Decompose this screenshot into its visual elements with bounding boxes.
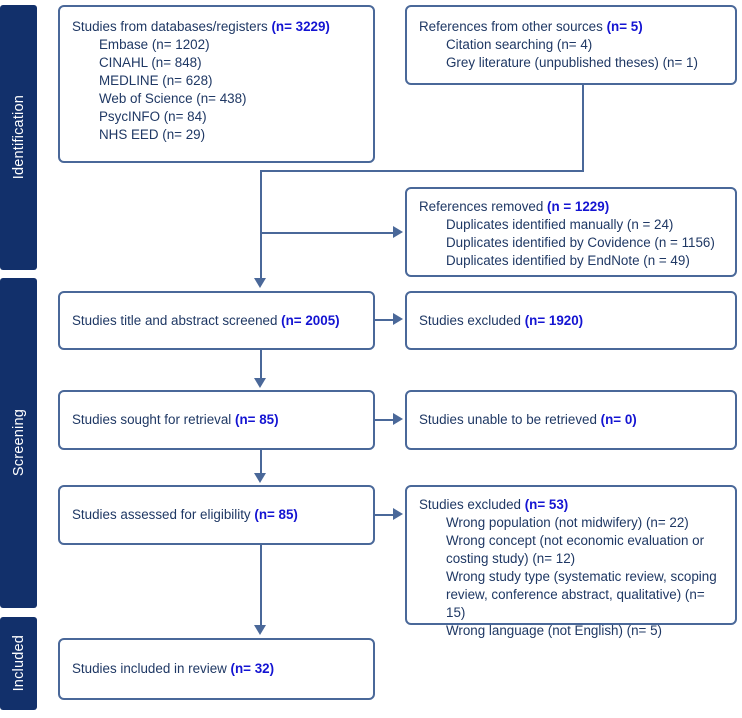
box-studies-excluded-screening: Studies excluded (n= 1920) bbox=[405, 291, 737, 350]
box-references-other-sources: References from other sources (n= 5) Cit… bbox=[405, 5, 737, 85]
stage-label-screening: Screening bbox=[10, 409, 27, 477]
box-title-screened-text: Studies title and abstract screened bbox=[72, 312, 282, 328]
box-excluded-1920-text: Studies excluded bbox=[419, 312, 525, 328]
connector-screened-to-sought bbox=[260, 350, 263, 380]
list-item: Wrong language (not English) (n= 5) bbox=[446, 622, 662, 638]
box-databases-sources-list: Embase (n= 1202) CINAHL (n= 848) MEDLINE… bbox=[72, 36, 361, 144]
box-excluded-53-count: (n= 53) bbox=[524, 497, 569, 512]
box-other-sources-title: References from other sources (n= 5) bbox=[419, 18, 723, 36]
stage-label-identification: Identification bbox=[10, 95, 27, 180]
connector-to-unable-retrieved bbox=[375, 419, 395, 422]
connector-to-refs-removed bbox=[260, 232, 395, 235]
box-sought-title: Studies sought for retrieval (n= 85) bbox=[72, 411, 361, 429]
box-studies-unable-retrieved: Studies unable to be retrieved (n= 0) bbox=[405, 390, 737, 450]
box-excluded-1920-title: Studies excluded (n= 1920) bbox=[419, 312, 723, 330]
box-studies-included-review: Studies included in review (n= 32) bbox=[58, 638, 375, 700]
box-unable-count: (n= 0) bbox=[600, 412, 637, 428]
box-studies-sought-retrieval: Studies sought for retrieval (n= 85) bbox=[58, 390, 375, 450]
list-item: Wrong study type (systematic review, sco… bbox=[446, 568, 717, 620]
box-excluded-1920-count: (n= 1920) bbox=[524, 312, 584, 328]
arrow-head-to-excluded-1920 bbox=[393, 312, 403, 325]
box-studies-from-databases: Studies from databases/registers (n= 322… bbox=[58, 5, 375, 163]
box-excluded-53-title: Studies excluded (n= 53) bbox=[419, 496, 723, 514]
list-item: Embase (n= 1202) bbox=[99, 36, 210, 52]
box-included-32-count: (n= 32) bbox=[230, 661, 275, 677]
list-item: Duplicates identified manually (n = 24) bbox=[446, 216, 674, 232]
box-databases-count: (n= 3229) bbox=[271, 19, 330, 34]
box-assessed-count: (n= 85) bbox=[254, 507, 298, 523]
stage-bar-included: Included bbox=[0, 617, 37, 710]
stage-label-included: Included bbox=[10, 635, 27, 692]
box-other-sources-list: Citation searching (n= 4) Grey literatur… bbox=[419, 36, 723, 72]
box-refs-removed-count: (n = 1229) bbox=[547, 199, 610, 214]
box-title-screened-count: (n= 2005) bbox=[281, 312, 340, 328]
box-other-sources-count: (n= 5) bbox=[606, 19, 643, 34]
list-item: Web of Science (n= 438) bbox=[99, 90, 247, 106]
list-item: NHS EED (n= 29) bbox=[99, 126, 206, 142]
box-refs-removed-title-text: References removed bbox=[419, 199, 548, 214]
box-other-sources-title-text: References from other sources bbox=[419, 19, 607, 34]
connector-to-excluded-53 bbox=[375, 514, 395, 517]
connector-sought-to-assessed bbox=[260, 450, 263, 475]
list-item: Wrong population (not midwifery) (n= 22) bbox=[446, 514, 689, 530]
arrow-head-to-excluded-53 bbox=[393, 507, 403, 520]
arrow-head-to-assessed bbox=[253, 473, 266, 483]
connector-to-excluded-1920 bbox=[375, 319, 395, 322]
arrow-head-to-refs-removed bbox=[393, 225, 403, 238]
box-refs-removed-list: Duplicates identified manually (n = 24) … bbox=[419, 216, 723, 270]
box-assessed-text: Studies assessed for eligibility bbox=[72, 507, 255, 523]
box-databases-title: Studies from databases/registers (n= 322… bbox=[72, 18, 361, 36]
list-item: Duplicates identified by EndNote (n = 49… bbox=[446, 252, 690, 268]
arrow-head-to-sought bbox=[253, 378, 266, 388]
box-included-32-text: Studies included in review bbox=[72, 661, 231, 677]
list-item: CINAHL (n= 848) bbox=[99, 54, 202, 70]
box-refs-removed-title: References removed (n = 1229) bbox=[419, 198, 723, 216]
arrow-head-to-unable-retrieved bbox=[393, 412, 403, 425]
box-title-abstract-screened: Studies title and abstract screened (n= … bbox=[58, 291, 375, 350]
box-databases-title-text: Studies from databases/registers bbox=[72, 19, 272, 34]
list-item: Grey literature (unpublished theses) (n=… bbox=[446, 54, 698, 70]
box-sought-text: Studies sought for retrieval bbox=[72, 412, 236, 428]
connector-other-sources-down bbox=[582, 85, 585, 172]
stage-bar-identification: Identification bbox=[0, 5, 37, 270]
box-references-removed: References removed (n = 1229) Duplicates… bbox=[405, 187, 737, 277]
box-studies-assessed-eligibility: Studies assessed for eligibility (n= 85) bbox=[58, 485, 375, 545]
box-assessed-title: Studies assessed for eligibility (n= 85) bbox=[72, 506, 361, 524]
list-item: PsycINFO (n= 84) bbox=[99, 108, 207, 124]
list-item: Wrong concept (not economic evaluation o… bbox=[446, 532, 705, 566]
connector-identification-to-screening bbox=[260, 170, 263, 280]
box-included-32-title: Studies included in review (n= 32) bbox=[72, 660, 361, 678]
box-excluded-53-text: Studies excluded bbox=[419, 497, 525, 512]
box-unable-title: Studies unable to be retrieved (n= 0) bbox=[419, 411, 723, 429]
connector-identification-join bbox=[260, 170, 584, 173]
box-studies-excluded-eligibility: Studies excluded (n= 53) Wrong populatio… bbox=[405, 485, 737, 638]
list-item: MEDLINE (n= 628) bbox=[99, 72, 213, 88]
arrow-head-to-title-screened bbox=[253, 278, 266, 288]
box-title-screened-title: Studies title and abstract screened (n= … bbox=[72, 312, 361, 330]
list-item: Duplicates identified by Covidence (n = … bbox=[446, 234, 715, 250]
connector-assessed-to-included bbox=[260, 545, 263, 627]
box-excluded-53-reasons-list: Wrong population (not midwifery) (n= 22)… bbox=[419, 514, 723, 640]
box-sought-count: (n= 85) bbox=[235, 412, 279, 428]
list-item: Citation searching (n= 4) bbox=[446, 36, 593, 52]
stage-bar-screening: Screening bbox=[0, 278, 37, 608]
box-unable-text: Studies unable to be retrieved bbox=[419, 412, 601, 428]
arrow-head-to-included bbox=[253, 625, 266, 635]
